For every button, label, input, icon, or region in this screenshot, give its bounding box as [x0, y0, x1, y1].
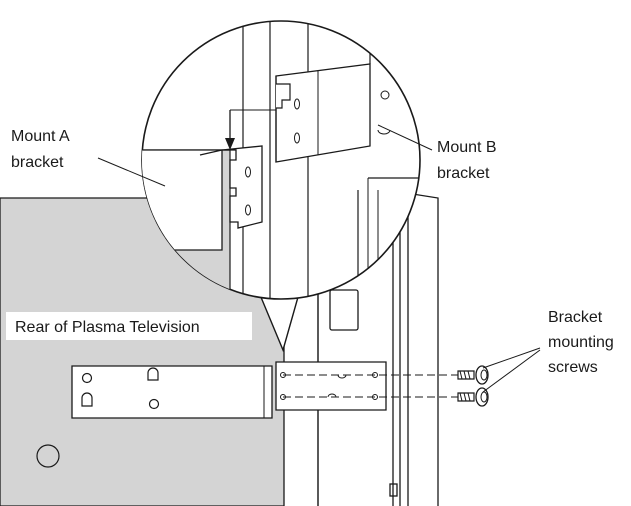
mount-b-label-line2: bracket — [437, 165, 490, 182]
mount-a-label-line2: bracket — [11, 154, 64, 171]
mount-b-leader — [377, 124, 433, 151]
magnifier-pointer — [257, 289, 301, 353]
bracket-screw-upper — [457, 365, 489, 385]
bracket-screw-lower — [457, 387, 489, 407]
mount-a-label-line1: Mount A — [11, 128, 70, 145]
mount-b-bracket-lower — [275, 361, 387, 411]
screw-guide-lines — [283, 374, 460, 398]
rear-tv-label: Rear of Plasma Television — [15, 319, 200, 336]
screws-leader — [482, 347, 541, 393]
rear-label-box — [6, 312, 252, 340]
screws-label-line3: screws — [548, 359, 598, 376]
mount-a-bracket-lower — [71, 365, 273, 419]
screws-label-line2: mounting — [548, 334, 614, 351]
screws-label-line1: Bracket — [548, 309, 603, 326]
mount-b-label-line1: Mount B — [437, 139, 497, 156]
mount-a-leader — [97, 157, 166, 187]
tv-panel-hole — [36, 444, 60, 468]
